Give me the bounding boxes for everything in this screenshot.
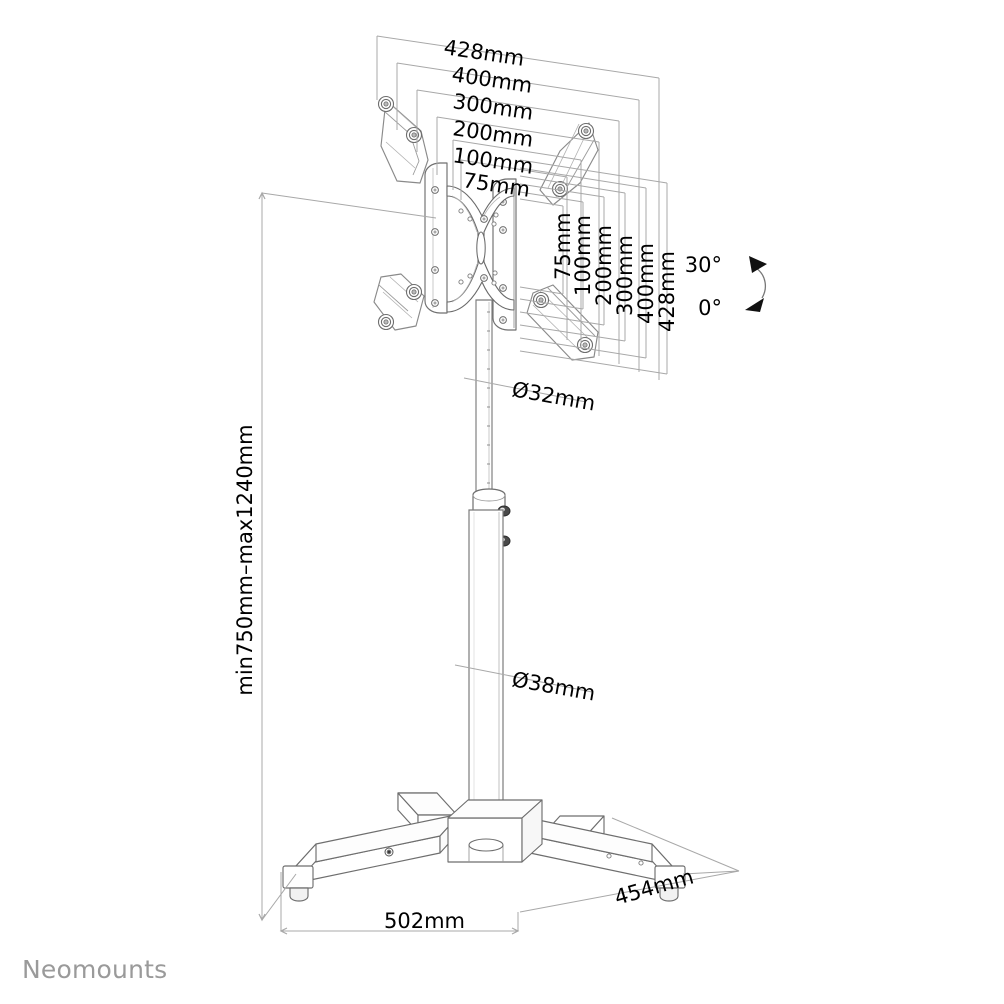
dim-height-range <box>258 191 437 922</box>
dim-label-v200: 200mm <box>592 225 616 306</box>
vesa-bracket-assembly <box>373 95 599 361</box>
dim-base-width <box>279 872 520 935</box>
dim-label-v400: 400mm <box>634 243 658 324</box>
dim-label-v75: 75mm <box>551 212 575 280</box>
tilt-label-min: 0° <box>698 296 722 320</box>
base-leg-front-left <box>282 813 461 902</box>
base-foot-front-right <box>659 887 679 902</box>
dim-label-v428: 428mm <box>655 251 679 332</box>
dim-chain-horizontal <box>376 35 660 380</box>
base-center-hub <box>447 799 543 863</box>
base-hub-bolt <box>384 847 394 857</box>
vesa-center-plate <box>446 185 515 313</box>
tilt-arrow-up-icon <box>749 256 767 273</box>
dim-label-v300: 300mm <box>613 235 637 316</box>
dim-leader-tube-lower <box>454 664 593 693</box>
vesa-rail-left <box>424 162 448 314</box>
tilt-arrow-down-icon <box>745 298 764 312</box>
dim-chain-vertical <box>519 159 668 375</box>
base-foot-front-left <box>289 887 309 902</box>
dim-leader-tube-upper <box>463 377 587 403</box>
brand-logo: Neomounts <box>22 955 168 984</box>
dim-base-depth <box>519 817 740 913</box>
vesa-center-slot <box>476 231 486 265</box>
dim-label-height-range: min750mm–max1240mm <box>233 424 257 695</box>
cross-base-assembly <box>282 792 686 902</box>
dim-label-v100: 100mm <box>571 215 595 296</box>
tilt-label-max: 30° <box>685 253 722 277</box>
tilt-arc <box>755 267 767 299</box>
dim-label-base-width: 502mm <box>384 909 465 933</box>
pole-adjust-notches <box>487 311 490 484</box>
